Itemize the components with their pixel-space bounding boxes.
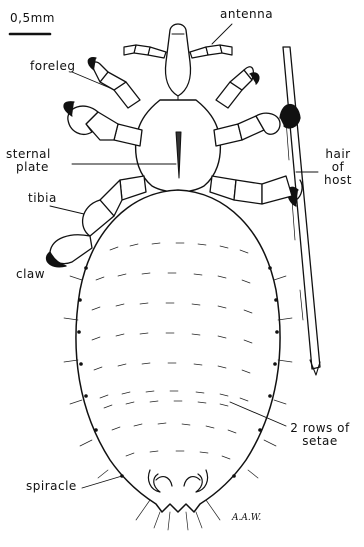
label-setae-rows: 2 rows of setae: [282, 422, 358, 448]
label-sternal-plate: sternal plate: [6, 148, 51, 174]
host-hair-shaft: [283, 47, 320, 375]
label-antenna: antenna: [220, 8, 273, 21]
foreleg-left: [88, 58, 140, 108]
abdomen: [76, 190, 280, 512]
label-tibia: tibia: [28, 192, 57, 205]
head: [166, 24, 191, 96]
label-foreleg: foreleg: [30, 60, 75, 73]
hindleg-right: [210, 176, 292, 204]
label-spiracle: spiracle: [26, 480, 77, 493]
label-sternal-line2: plate: [6, 161, 51, 174]
midleg-left: [64, 102, 142, 146]
label-hair-line3: host: [318, 174, 358, 187]
label-hair-of-host: hair of host: [318, 148, 358, 187]
leader-spiracle: [82, 476, 122, 488]
midleg-right: [214, 113, 280, 146]
leader-tibia: [50, 206, 84, 214]
foreleg-right: [216, 67, 259, 108]
scale-bar-label: 0,5mm: [10, 12, 55, 25]
label-claw: claw: [16, 268, 45, 281]
label-setae-line2: setae: [282, 435, 358, 448]
artist-signature: A.A.W.: [231, 513, 261, 523]
leader-antenna: [212, 24, 232, 44]
